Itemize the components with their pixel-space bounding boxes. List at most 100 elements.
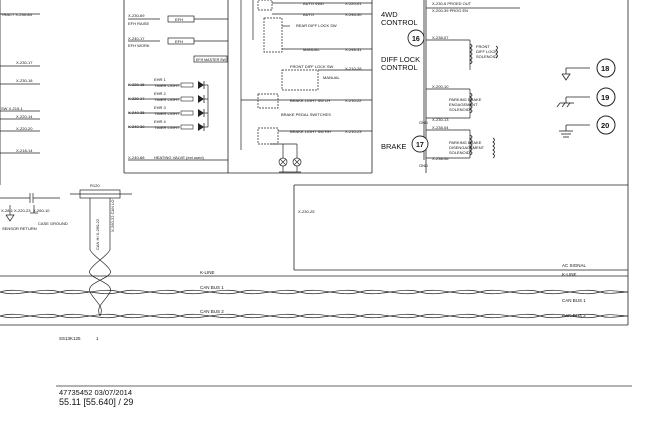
timer-title: EHR 4 [154, 119, 167, 124]
connector-label: X-220-17 [128, 96, 145, 101]
connector-label: EFH WORK [128, 43, 150, 48]
block-label: CONTROL [381, 63, 418, 72]
ll-code: X-260-10 [33, 208, 50, 213]
lamp-group [278, 157, 302, 167]
diode-icon [198, 95, 204, 103]
switch-label: AUTO [303, 12, 314, 17]
efh-labels: X-230-69 EFH RAISE X-240-17 EFH WORK EFH… [128, 13, 227, 160]
right-labels: X-230-6 PROED OUT X-200-39 PROG EN X-238… [419, 1, 497, 168]
left-edge-label: TRACT X-230-84 [1, 12, 33, 17]
solenoid-coils [469, 43, 498, 159]
timer-row: EHR 4 TIMER LIGHT [154, 119, 205, 131]
timer-sub: TIMER LIGHT [154, 111, 180, 116]
ground-ref-number: 19 [601, 93, 609, 102]
can-hi-label: CAN HI X-260-22 [95, 218, 100, 250]
efh-tag: EFH [175, 39, 183, 44]
timer-rows: EHR 1 TIMER LIGHT EHR 2 TIMER LIGHT EHR … [154, 77, 209, 131]
master-switch-label: EFH MASTER SW [196, 58, 227, 62]
timer-title: EHR 3 [154, 105, 167, 110]
switch-label: BRAKE LIGHT SW LH [290, 98, 330, 103]
left-edge-label: SW X-215-1 [1, 106, 24, 111]
solenoid-label: PARKING BRAKE [449, 97, 482, 102]
switch-label: MANUAL [303, 47, 320, 52]
block-number: 16 [412, 36, 420, 43]
block-label: 4WD [381, 10, 398, 19]
ll-code: X-28-1 [1, 208, 14, 213]
resistor-label: R120 [90, 183, 100, 188]
figure-number: 1 [96, 336, 99, 341]
diode-icon [198, 81, 204, 89]
block-number: 17 [416, 142, 424, 149]
switch-label: BRAKE LIGHT SW RH [290, 129, 331, 134]
connector-label: X-230-69 [128, 13, 145, 18]
connector-label: X-240-17 [128, 36, 145, 41]
timer-title: EHR 2 [154, 91, 167, 96]
can-lo-label: X-260-22 CAN LO [110, 200, 115, 232]
right-code: X-200-39 PROG EN [432, 8, 468, 13]
sensor-return-label: SENSOR RETURN [2, 226, 37, 231]
switch-label: REAR DIFF LOCK SW [296, 23, 337, 28]
right-code: X-238-06 [432, 156, 449, 161]
lower-left-labels: X-28-1 X-220-23 X-260-10 SENSOR RETURN C… [1, 183, 315, 250]
solenoid-label: SOLENOID [476, 54, 497, 59]
heating-valve-label: HEATING VALVE (ext used) [154, 155, 204, 160]
ground-triangle-icon [561, 73, 571, 81]
ll-x-code: X-230-25 [298, 209, 315, 214]
diode-icon [198, 123, 204, 131]
solenoid-label: FRONT [476, 44, 490, 49]
bus-label: CAN BUS 2 [562, 313, 586, 318]
ground-ref-badge [596, 58, 616, 78]
diode-icon [198, 109, 204, 117]
page-footer: 47735452 03/07/2014 55.11 [55.640] / 29 [59, 389, 133, 408]
block-label: CONTROL [381, 18, 418, 27]
bus-label: CAN BUS 2 [200, 309, 224, 314]
ground-refs: 18 19 20 [596, 58, 616, 135]
ground-ref-badge [596, 115, 616, 135]
center-code: X-246-30 [345, 12, 362, 17]
center-code: X-210-23 [345, 129, 362, 134]
timer-row: EHR 3 TIMER LIGHT [154, 105, 205, 117]
timer-relay [180, 82, 194, 88]
ground-ref-number: 20 [601, 121, 609, 130]
frame-lines [0, 0, 629, 326]
ll-code: X-220-23 [14, 208, 31, 213]
bus-label: AC SIGNAL [562, 263, 587, 268]
connector-label: EFH RAISE [128, 21, 149, 26]
ground-ref-badge [596, 87, 616, 107]
center-code: X-210-28 [345, 66, 362, 71]
left-edge-label: X-218-14 [16, 148, 33, 153]
solenoid-label: SOLENOID [449, 107, 470, 112]
timer-sub: TIMER LIGHT [154, 83, 180, 88]
left-edge-label: X-230-18 [16, 78, 33, 83]
solenoid-label: DISENGAGEMENT [449, 145, 485, 150]
gnd-label: GND [419, 163, 428, 168]
solenoid-label: PARKING BRAKE [449, 140, 482, 145]
ground-symbols [556, 67, 590, 138]
switch-label: BRAKE PEDAL SWITCHES [281, 112, 331, 117]
connector-label: X-220-15 [128, 82, 145, 87]
right-wires [426, 7, 520, 159]
timer-sub: TIMER LIGHT [154, 125, 180, 130]
switch-label: MANUAL [323, 75, 340, 80]
solenoid-label: DIFF LOCK [476, 49, 497, 54]
connector-label: X-240-68 [128, 155, 145, 160]
lower-left-wires [0, 189, 132, 250]
bus-label: CAN BUS 1 [562, 298, 586, 303]
left-edge-label: X-220-14 [16, 114, 33, 119]
bus-label: CAN BUS 1 [200, 285, 224, 290]
connector-label: X-240-39 [128, 124, 145, 129]
timer-row: EHR 2 TIMER LIGHT [154, 91, 205, 103]
right-code: X-238-07 [432, 35, 449, 40]
ground-ref-number: 18 [601, 64, 609, 73]
block-number-badge [407, 29, 425, 47]
right-code: X-200-10 [432, 84, 449, 89]
timer-relay [180, 96, 194, 102]
connector-label: X-240-35 [128, 110, 145, 115]
bus-label: K-LINE [562, 272, 577, 277]
control-blocks: 4WD CONTROL 16 DIFF LOCK CONTROL BRAKE 1… [381, 10, 429, 153]
right-code: X-238-04 [432, 125, 449, 130]
block-label: DIFF LOCK [381, 55, 420, 64]
solenoid-label: ENGAGEMENT [449, 102, 478, 107]
gnd-label: GND [419, 120, 428, 125]
block-label: BRAKE [381, 142, 406, 151]
